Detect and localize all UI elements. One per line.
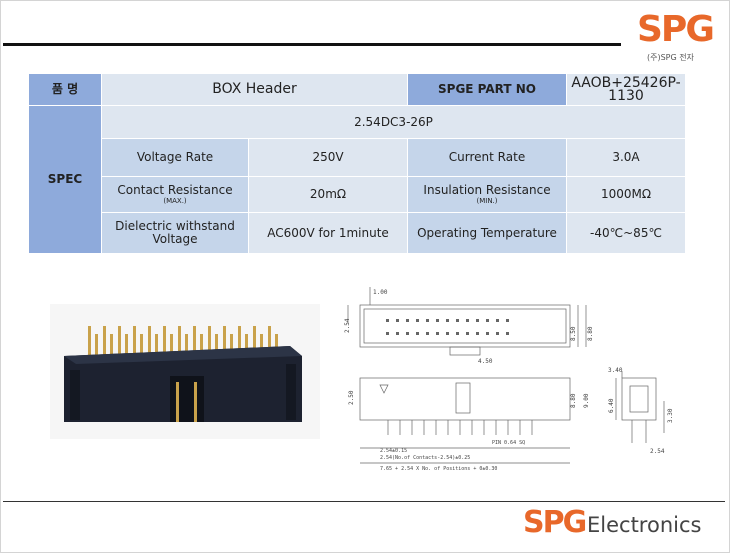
dim-label-5: 4.50 bbox=[478, 358, 493, 365]
dim-label-1: 1.00 bbox=[373, 289, 388, 296]
current-rate-value: 3.0A bbox=[566, 138, 686, 177]
product-photo bbox=[50, 304, 320, 439]
top-rule bbox=[3, 43, 621, 46]
operating-temp-value: -40℃~85℃ bbox=[566, 212, 686, 254]
note-pin: PIN 0.64 SQ bbox=[492, 440, 525, 446]
dim-label-8: 9.00 bbox=[583, 393, 590, 408]
dim-label-11: 3.30 bbox=[667, 408, 674, 423]
technical-drawing: 1.00 2.54 8.50 8.80 4.50 2.50 8.80 9.00 … bbox=[344, 287, 674, 472]
operating-temp-label: Operating Temperature bbox=[407, 212, 567, 254]
name-label: 품 명 bbox=[28, 73, 102, 106]
voltage-rate-label: Voltage Rate bbox=[101, 138, 249, 177]
bottom-rule bbox=[3, 501, 725, 502]
voltage-rate-value: 250V bbox=[248, 138, 408, 177]
part-no-value: AAOB+25426P-1130 bbox=[566, 73, 686, 106]
spg-logo-top: SPG (주)SPG 전자 bbox=[637, 9, 715, 66]
note-length: 7.65 + 2.54 X No. of Positions + 0±0.30 bbox=[380, 466, 497, 472]
logo-subtitle: (주)SPG 전자 bbox=[647, 53, 694, 62]
footer-logo-mark: SPG bbox=[523, 505, 587, 540]
dim-label-12: 2.54 bbox=[650, 448, 665, 455]
logo-mark: SPG bbox=[637, 9, 715, 50]
contact-resistance-value: 20mΩ bbox=[248, 176, 408, 213]
spec-title: 2.54DC3-26P bbox=[101, 105, 686, 139]
dim-label-6: 2.50 bbox=[348, 390, 355, 405]
name-value: BOX Header bbox=[101, 73, 408, 106]
insulation-resistance-value: 1000MΩ bbox=[566, 176, 686, 213]
dim-label-9: 3.40 bbox=[608, 367, 623, 374]
header-body bbox=[64, 346, 302, 422]
spec-label: SPEC bbox=[28, 105, 102, 254]
spec-table: 품 명 BOX Header SPGE PART NO AAOB+25426P-… bbox=[28, 73, 686, 254]
spg-electronics-logo: SPG Electronics bbox=[523, 505, 723, 545]
note-contacts: 2.54(No.of Contacts-2.54)±0.25 bbox=[380, 455, 470, 461]
dim-label-10: 6.40 bbox=[608, 398, 615, 413]
dim-label-3: 8.50 bbox=[570, 326, 577, 341]
dielectric-label: Dielectric withstand Voltage bbox=[101, 212, 249, 254]
dim-label-4: 8.80 bbox=[587, 326, 594, 341]
dielectric-value: AC600V for 1minute bbox=[248, 212, 408, 254]
dim-label-2: 2.54 bbox=[344, 318, 351, 333]
part-no-label: SPGE PART NO bbox=[407, 73, 567, 106]
insulation-resistance-label: Insulation Resistance(MIN.) bbox=[407, 176, 567, 213]
contact-resistance-label: Contact Resistance(MAX.) bbox=[101, 176, 249, 213]
current-rate-label: Current Rate bbox=[407, 138, 567, 177]
note-pitch: 2.54±0.15 bbox=[380, 448, 407, 454]
footer-logo-word: Electronics bbox=[587, 513, 702, 537]
dim-label-7: 8.80 bbox=[570, 393, 577, 408]
